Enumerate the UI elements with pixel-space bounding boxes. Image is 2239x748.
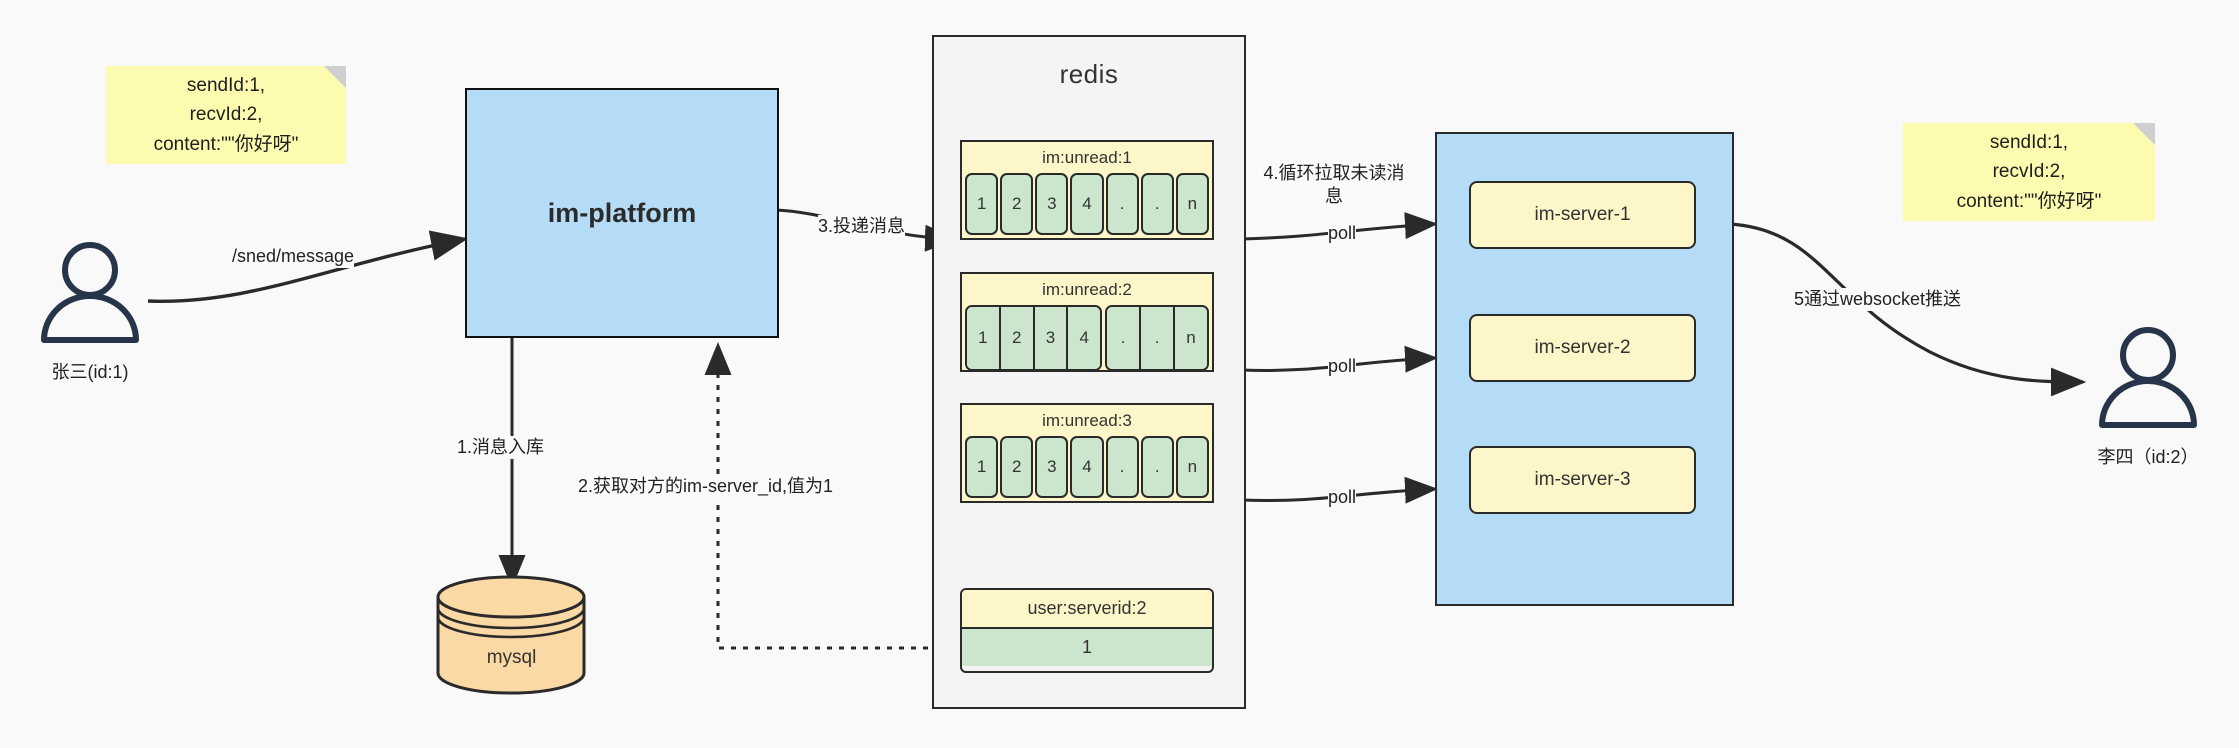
redis-cell: 1: [965, 173, 999, 235]
im-server-3-box[interactable]: im-server-3: [1469, 446, 1696, 514]
redis-cell: 1: [967, 307, 1001, 369]
redis-cell: n: [1175, 307, 1207, 369]
actor-receiver: [2088, 325, 2208, 435]
person-icon: [41, 242, 139, 343]
redis-list-im-unread-2[interactable]: im:unread:2 1 2 3 4 . . n: [960, 272, 1214, 372]
im-platform-box[interactable]: im-platform: [465, 88, 779, 338]
im-server-3-label: im-server-3: [1534, 469, 1631, 490]
im-server-2-label: im-server-2: [1534, 337, 1631, 358]
redis-cell: n: [1175, 173, 1209, 235]
actor-sender-label: 张三(id:1): [51, 362, 129, 382]
im-server-1-label: im-server-1: [1534, 204, 1631, 225]
sticky-fold-icon: [2133, 123, 2155, 145]
database-cylinder-icon: [436, 575, 586, 695]
mysql-database[interactable]: mysql: [434, 575, 589, 695]
redis-user-serverid[interactable]: user:serverid:2 1: [960, 588, 1214, 673]
im-server-2-box[interactable]: im-server-2: [1469, 314, 1696, 382]
redis-list-cells: 1 2 3 4 . . n: [962, 436, 1212, 501]
person-icon: [2099, 327, 2197, 428]
redis-cell: .: [1105, 173, 1139, 235]
redis-cell: .: [1140, 436, 1174, 498]
redis-list-key: im:unread:2: [1042, 280, 1132, 299]
redis-cell: 3: [1035, 436, 1069, 498]
redis-cell-group-head: 1 2 3 4: [965, 305, 1103, 371]
edge-label-poll-3: poll: [1328, 486, 1357, 509]
edge-label-step3: 3.投递消息: [818, 215, 906, 238]
redis-list-cells: 1 2 3 4 . . n: [962, 173, 1212, 238]
edge-label-step5: 5通过websocket推送: [1794, 288, 1962, 311]
redis-cell: 2: [1000, 436, 1034, 498]
mysql-label: mysql: [486, 647, 537, 668]
redis-cell: 4: [1068, 307, 1101, 369]
sticky-note-left-text: sendId:1, recvId:2, content:""你好呀": [153, 74, 299, 155]
redis-serverid-key: user:serverid:2: [962, 590, 1212, 629]
edge-label-step4: 4.循环拉取未读消 息: [1258, 162, 1410, 207]
redis-list-key: im:unread:3: [1042, 411, 1132, 430]
sticky-fold-icon: [324, 66, 346, 88]
redis-cell: 1: [965, 436, 999, 498]
redis-cell: 4: [1070, 173, 1104, 235]
edge-label-step2: 2.获取对方的im-server_id,值为1: [578, 475, 834, 498]
actor-sender: [30, 240, 150, 350]
redis-cell: .: [1107, 307, 1142, 369]
redis-cell: 3: [1035, 173, 1069, 235]
redis-list-cells: 1 2 3 4 . . n: [962, 305, 1212, 374]
redis-cell: .: [1105, 436, 1139, 498]
redis-serverid-value: 1: [962, 629, 1212, 666]
redis-cell: n: [1175, 436, 1209, 498]
sticky-note-left: sendId:1, recvId:2, content:""你好呀": [106, 66, 346, 164]
redis-cell: 3: [1034, 307, 1069, 369]
redis-cell-group-tail: . . n: [1105, 305, 1209, 371]
im-server-1-box[interactable]: im-server-1: [1469, 181, 1696, 249]
redis-list-key: im:unread:1: [1042, 148, 1132, 167]
edge-label-send-message: /sned/message: [232, 245, 355, 268]
redis-cell: 2: [1000, 307, 1035, 369]
sticky-note-right: sendId:1, recvId:2, content:""你好呀": [1903, 123, 2155, 221]
redis-list-im-unread-3[interactable]: im:unread:3 1 2 3 4 . . n: [960, 403, 1214, 503]
redis-cell: .: [1140, 173, 1174, 235]
redis-list-im-unread-1[interactable]: im:unread:1 1 2 3 4 . . n: [960, 140, 1214, 240]
redis-title: redis: [1059, 59, 1119, 89]
edge-label-step1: 1.消息入库: [457, 436, 545, 459]
edge-label-poll-2: poll: [1328, 355, 1357, 378]
redis-cell: 2: [1000, 173, 1034, 235]
sticky-note-right-text: sendId:1, recvId:2, content:""你好呀": [1956, 131, 2102, 212]
edge-label-poll-1: poll: [1328, 222, 1357, 245]
redis-cell: .: [1141, 307, 1176, 369]
redis-cell: 4: [1070, 436, 1104, 498]
actor-receiver-label: 李四（id:2）: [2097, 447, 2199, 467]
im-platform-label: im-platform: [547, 197, 697, 228]
